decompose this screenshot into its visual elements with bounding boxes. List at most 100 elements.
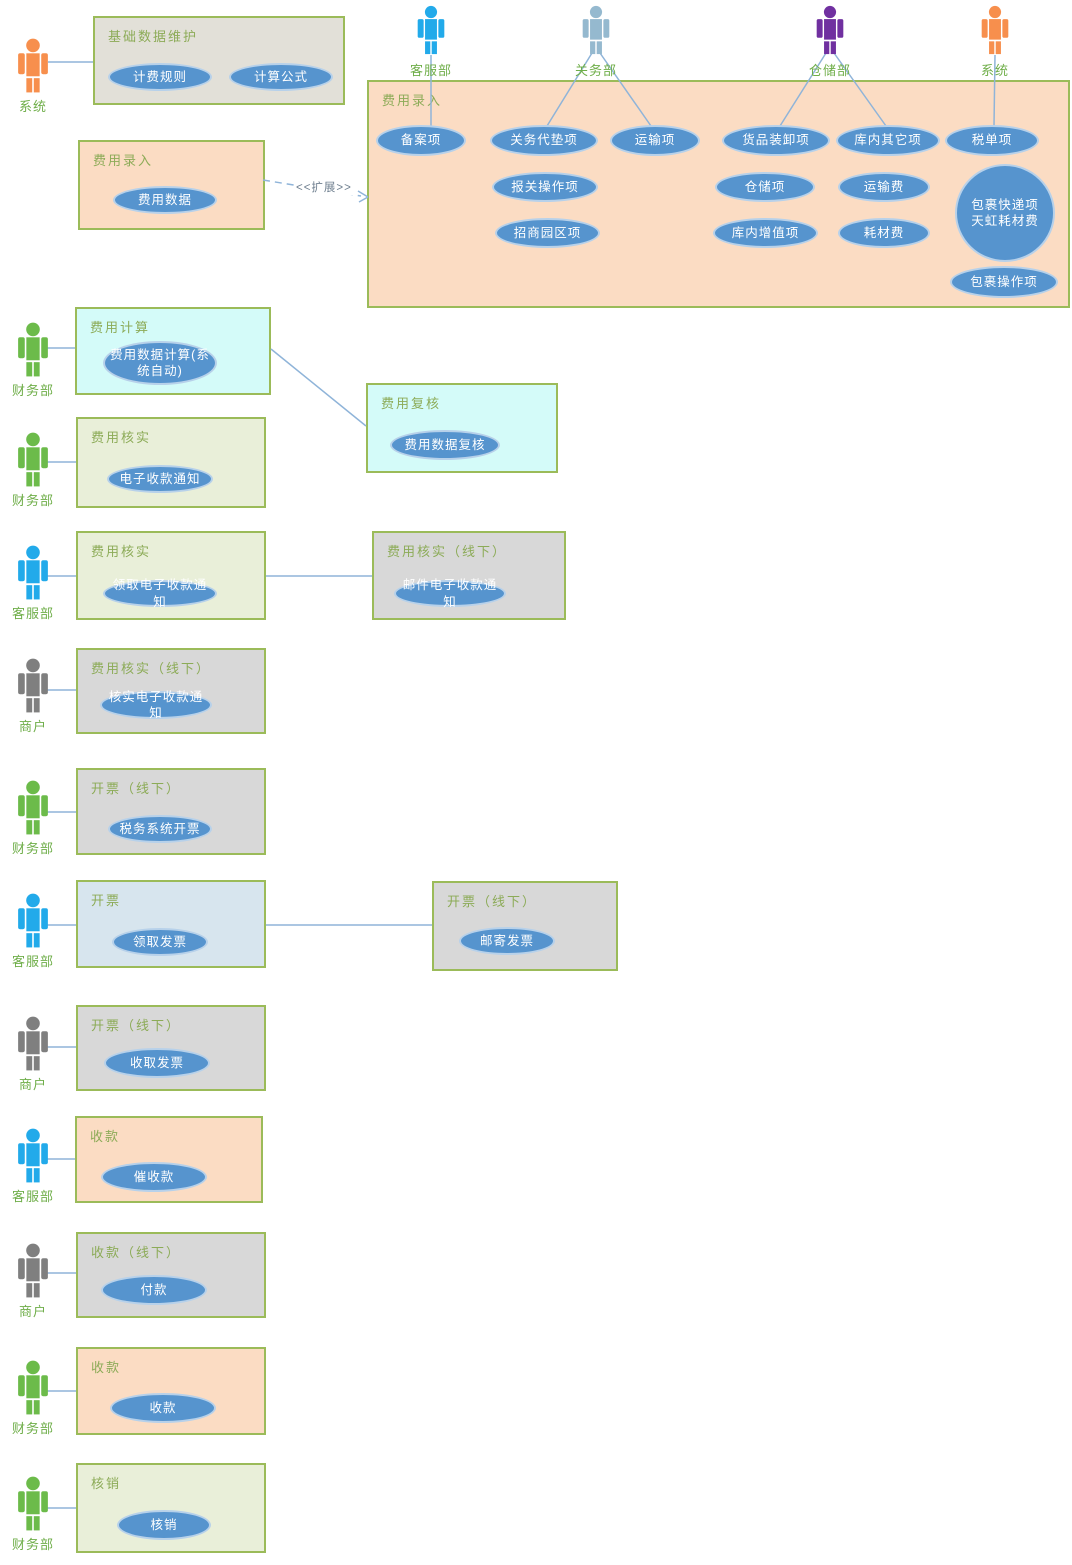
usecase-fee-data-review: 费用数据复核 <box>390 430 500 460</box>
person-icon <box>18 1243 48 1298</box>
actor-label: 客服部 <box>11 606 54 621</box>
actor-label: 仓储部 <box>808 63 851 78</box>
actor-label: 系统 <box>980 63 1009 78</box>
usecase-loading-item: 货品装卸项 <box>722 125 830 156</box>
usecase-record-item: 备案项 <box>376 125 466 156</box>
usecase-mail-invoice: 邮寄发票 <box>459 927 555 955</box>
usecase-get-invoice: 领取发票 <box>112 928 208 956</box>
usecase-transport-item: 运输项 <box>610 125 700 156</box>
actor-customer-service: 客服部 <box>1 1128 65 1205</box>
usecase-fee-data-calc: 费用数据计算(系统自动) <box>103 341 217 385</box>
boundary-invoice-offline-linked: 开票（线下） <box>432 881 618 971</box>
person-icon <box>18 893 48 948</box>
actor-label: 财务部 <box>11 493 54 508</box>
actor-system: 系统 <box>1 38 65 115</box>
boundary-title: 收款 <box>91 1360 122 1375</box>
person-icon <box>18 658 48 713</box>
boundary-title: 费用核实（线下） <box>91 661 212 676</box>
actor-finance: 财务部 <box>1 322 65 399</box>
person-icon <box>417 5 445 55</box>
person-icon <box>582 5 610 55</box>
boundary-title: 费用核实 <box>91 544 152 559</box>
usecase-epay-notice: 电子收款通知 <box>107 465 213 493</box>
person-icon <box>18 1476 48 1531</box>
person-icon <box>18 1016 48 1071</box>
usecase-mail-epay-notice: 邮件电子收款通知 <box>394 578 506 609</box>
person-icon <box>18 432 48 487</box>
actor-finance: 财务部 <box>1 432 65 509</box>
actor-label: 财务部 <box>11 1537 54 1552</box>
extend-stereotype-label: <<扩展>> <box>294 179 354 195</box>
boundary-title: 开票（线下） <box>91 1018 182 1033</box>
actor-customer-service: 客服部 <box>1 545 65 622</box>
boundary-title: 费用计算 <box>90 320 151 335</box>
usecase-get-epay-notice: 领取电子收款通知 <box>103 578 217 609</box>
actor-label: 客服部 <box>11 954 54 969</box>
actor-label: 客服部 <box>11 1189 54 1204</box>
actor-finance: 财务部 <box>1 1360 65 1437</box>
usecase-label-line2: 天虹耗材费 <box>971 214 1039 228</box>
boundary-title: 费用录入 <box>93 153 154 168</box>
usecase-writeoff: 核销 <box>117 1510 211 1540</box>
person-icon <box>18 1128 48 1183</box>
person-icon <box>18 545 48 600</box>
person-icon <box>18 322 48 377</box>
usecase-material-fee: 耗材费 <box>838 218 930 248</box>
actor-label: 商户 <box>18 1077 47 1092</box>
usecase-fee-data: 费用数据 <box>113 186 217 214</box>
boundary-title: 收款 <box>90 1129 121 1144</box>
usecase-merchants-park-item: 招商园区项 <box>495 218 600 248</box>
actor-label: 财务部 <box>11 383 54 398</box>
boundary-base-maintenance: 基础数据维护 <box>93 16 345 105</box>
boundary-title: 核销 <box>91 1476 122 1491</box>
actor-label: 财务部 <box>11 841 54 856</box>
boundary-fee-entry-main: 费用录入 <box>367 80 1070 308</box>
usecase-tax-bill-item: 税单项 <box>945 125 1039 156</box>
actor-customer-service: 客服部 <box>399 3 463 79</box>
usecase-urge-payment: 催收款 <box>101 1162 207 1192</box>
boundary-title: 基础数据维护 <box>108 29 199 44</box>
usecase-declare-operate-item: 报关操作项 <box>492 172 598 202</box>
actor-label: 系统 <box>18 99 47 114</box>
usecase-billing-rules: 计费规则 <box>108 63 212 91</box>
person-icon <box>981 5 1009 55</box>
usecase-parcel-express-item: 包裹快递项 天虹耗材费 <box>955 164 1055 262</box>
person-icon <box>18 780 48 835</box>
actor-label: 关务部 <box>574 63 617 78</box>
usecase-warehouse-vas-item: 库内增值项 <box>713 218 818 248</box>
boundary-title: 费用录入 <box>382 93 443 108</box>
boundary-fee-entry-local: 费用录入 <box>78 140 265 230</box>
actor-finance: 财务部 <box>1 1476 65 1553</box>
boundary-title: 开票 <box>91 893 122 908</box>
actor-finance: 财务部 <box>1 780 65 857</box>
usecase-customs-advance-item: 关务代垫项 <box>490 125 598 156</box>
boundary-title: 开票（线下） <box>447 894 538 909</box>
usecase-storage-item: 仓储项 <box>715 172 815 202</box>
usecase-pay: 付款 <box>101 1275 207 1305</box>
actor-merchant: 商户 <box>1 1243 65 1320</box>
person-icon <box>18 38 48 93</box>
actor-label: 商户 <box>18 719 47 734</box>
actor-customs: 关务部 <box>564 3 628 79</box>
usecase-collect-payment: 收款 <box>110 1393 216 1423</box>
actor-warehouse: 仓储部 <box>798 3 862 79</box>
actor-system-top: 系统 <box>963 3 1027 79</box>
boundary-title: 费用核实（线下） <box>387 544 508 559</box>
person-icon <box>816 5 844 55</box>
actor-customer-service: 客服部 <box>1 893 65 970</box>
actor-label: 商户 <box>18 1304 47 1319</box>
person-icon <box>18 1360 48 1415</box>
actor-label: 客服部 <box>409 63 452 78</box>
boundary-title: 费用核实 <box>91 430 152 445</box>
usecase-calc-formula: 计算公式 <box>229 63 333 91</box>
usecase-transport-fee: 运输费 <box>838 172 930 202</box>
usecase-receive-invoice: 收取发票 <box>104 1048 210 1078</box>
boundary-title: 费用复核 <box>381 396 442 411</box>
boundary-collect-finance: 收款 <box>76 1347 266 1435</box>
boundary-title: 开票（线下） <box>91 781 182 796</box>
actor-label: 财务部 <box>11 1421 54 1436</box>
boundary-title: 收款（线下） <box>91 1245 182 1260</box>
actor-merchant: 商户 <box>1 1016 65 1093</box>
